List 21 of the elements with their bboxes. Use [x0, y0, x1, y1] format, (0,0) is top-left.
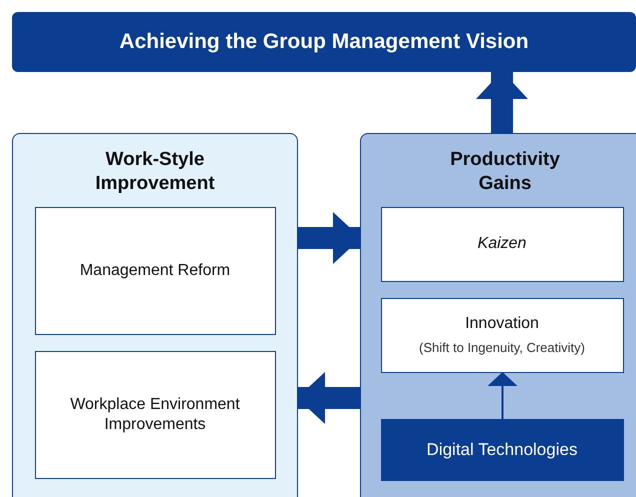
panel-heading: Work-Style Improvement [94, 148, 216, 196]
panel [12, 133, 298, 497]
process-box [34, 206, 276, 334]
arrow [476, 71, 528, 133]
title-bar [12, 12, 636, 72]
process-box [380, 418, 624, 480]
arrow [488, 372, 518, 419]
arrow [298, 212, 361, 264]
panel [360, 133, 636, 497]
box-label: Achieving the Group Management Vision [119, 28, 529, 55]
process-box [380, 298, 624, 372]
panel-heading: Productivity Gains [449, 148, 561, 196]
box-label: Kaizen [478, 234, 526, 254]
box-label: Management Reform [80, 260, 230, 280]
process-box [380, 206, 624, 282]
box-subtitle: (Shift to Ingenuity, Creativity) [419, 340, 585, 356]
box-label: Digital Technologies [426, 438, 578, 460]
process-box [34, 350, 276, 478]
arrow [297, 372, 360, 424]
box-label: Workplace Environment Improvements [69, 394, 241, 434]
box-label: Innovation [465, 314, 539, 334]
